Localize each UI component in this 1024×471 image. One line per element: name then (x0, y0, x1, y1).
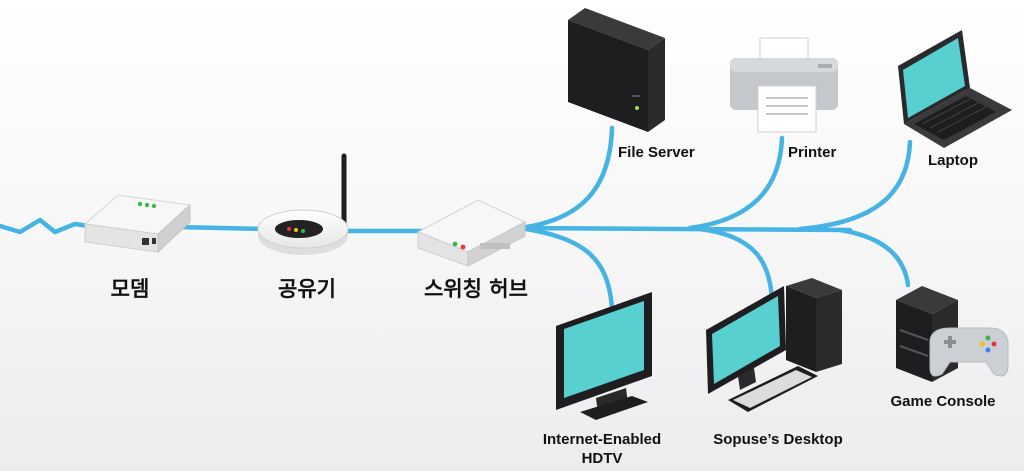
file-server-link (517, 125, 615, 231)
laptop-device (898, 30, 1012, 148)
switch-hub-device (416, 199, 527, 267)
switch-hub-label: 스위칭 허브 (424, 277, 528, 301)
file-server-device (568, 8, 665, 132)
desktop-link (697, 226, 775, 303)
hdtv-label-line1: Internet-Enabled (542, 431, 662, 448)
laptop-link (797, 139, 913, 232)
printer-link (687, 135, 785, 231)
router-device (257, 153, 349, 255)
printer-device (730, 37, 838, 133)
game-console-device (896, 286, 1009, 382)
modem-device (83, 194, 192, 254)
hdtv-label-line2: HDTV (581, 450, 623, 467)
hdtv-link (517, 225, 615, 311)
game-console-link (837, 227, 911, 288)
printer-label: Printer (788, 144, 837, 161)
file-server-label: File Server (618, 144, 695, 161)
connection-lines (0, 125, 913, 311)
desktop-label: Sopuse’s Desktop (713, 431, 843, 448)
wan-zigzag-line (0, 217, 98, 235)
desktop-device (706, 278, 842, 412)
laptop-label: Laptop (928, 152, 978, 169)
game-console-label: Game Console (890, 393, 996, 410)
modem-router-link (172, 224, 271, 232)
router-label: 공유기 (278, 277, 336, 301)
modem-label: 모뎀 (110, 277, 150, 301)
hdtv-device (556, 292, 652, 420)
